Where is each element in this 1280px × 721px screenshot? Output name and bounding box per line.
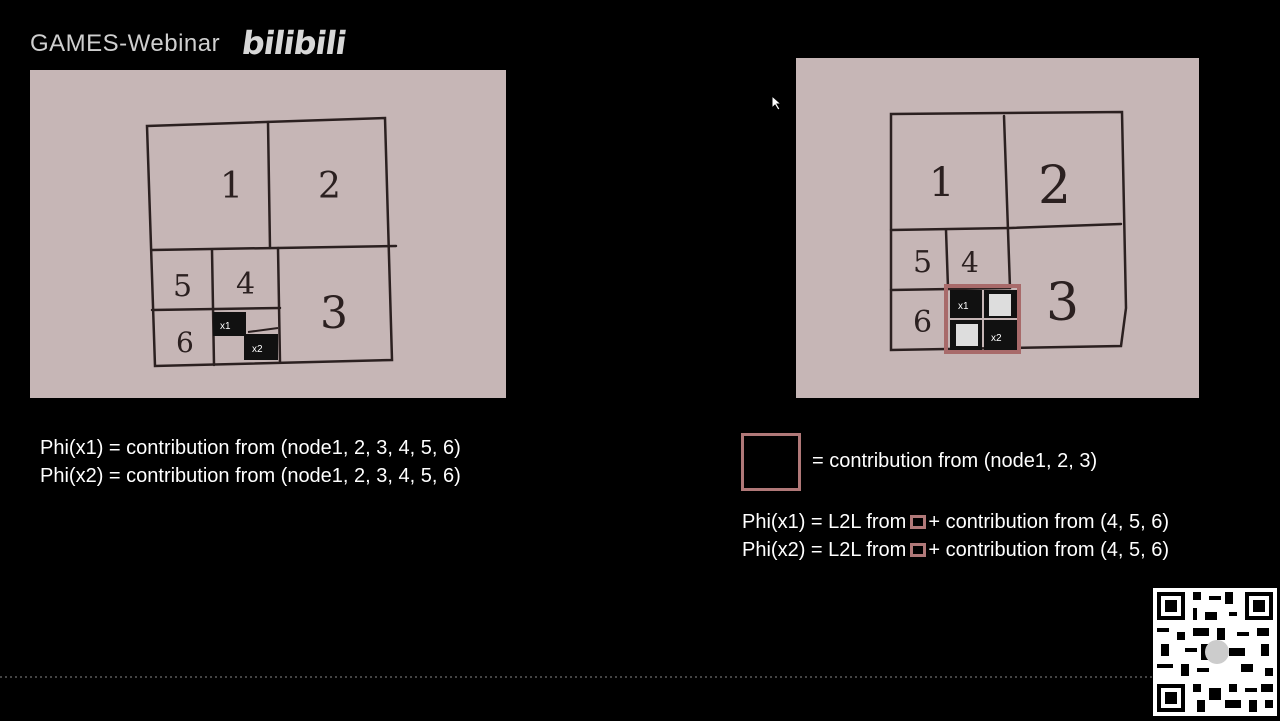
left-sketch-panel: 1 2 3 4 5 6 x1 x2 [30, 70, 506, 398]
left-equations: Phi(x1) = contribution from (node1, 2, 3… [40, 434, 461, 490]
equation-prefix: Phi(x1) = L2L from [742, 511, 907, 533]
mouse-cursor-icon [771, 95, 783, 111]
right-cell-5: 5 [913, 245, 932, 280]
right-cell-6: 6 [913, 305, 932, 340]
left-point-x1: x1 [220, 321, 231, 332]
equation-suffix: + contribution from (4, 5, 6) [928, 539, 1169, 561]
legend-box [741, 433, 801, 491]
left-cell-1: 1 [220, 166, 243, 207]
parent-box-icon [910, 543, 927, 557]
right-equation-line: Phi(x1) = L2L from + contribution from (4… [742, 508, 1169, 536]
right-cell-3: 3 [1046, 273, 1079, 333]
right-quadtree-sketch: 1 2 3 4 5 6 x1 x2 [889, 110, 1128, 354]
left-cell-4: 4 [236, 267, 255, 302]
legend-text: = contribution from (node1, 2, 3) [812, 450, 1098, 472]
left-equation-line: Phi(x2) = contribution from (node1, 2, 3… [40, 465, 461, 487]
left-quadtree-sketch: 1 2 3 4 5 6 x1 x2 [145, 116, 398, 368]
left-cell-5: 5 [173, 269, 192, 304]
left-cell-3: 3 [320, 288, 348, 339]
right-equations: Phi(x1) = L2L from + contribution from (4… [742, 508, 1169, 564]
right-equation-line: Phi(x2) = L2L from + contribution from (4… [742, 536, 1169, 564]
qr-code-icon[interactable] [1153, 588, 1277, 716]
left-cell-6: 6 [176, 326, 194, 359]
equation-prefix: Phi(x2) = L2L from [742, 539, 907, 561]
bottom-dotted-line [0, 676, 1280, 678]
left-equation-line: Phi(x1) = contribution from (node1, 2, 3… [40, 437, 461, 459]
right-cell-2: 2 [1038, 156, 1071, 216]
right-cell-4: 4 [961, 246, 979, 279]
brand-title: GAMES-Webinar [30, 30, 221, 57]
right-point-x1: x1 [958, 301, 969, 312]
equation-suffix: + contribution from (4, 5, 6) [928, 511, 1169, 533]
left-cell-2: 2 [318, 166, 341, 207]
bilibili-logo: bilibili [239, 24, 349, 62]
right-point-x2: x2 [991, 333, 1002, 344]
right-cell-1: 1 [929, 160, 954, 206]
right-sketch-panel: 1 2 3 4 5 6 x1 x2 [796, 58, 1199, 398]
parent-box-icon [910, 515, 927, 529]
left-point-x2: x2 [252, 344, 263, 355]
